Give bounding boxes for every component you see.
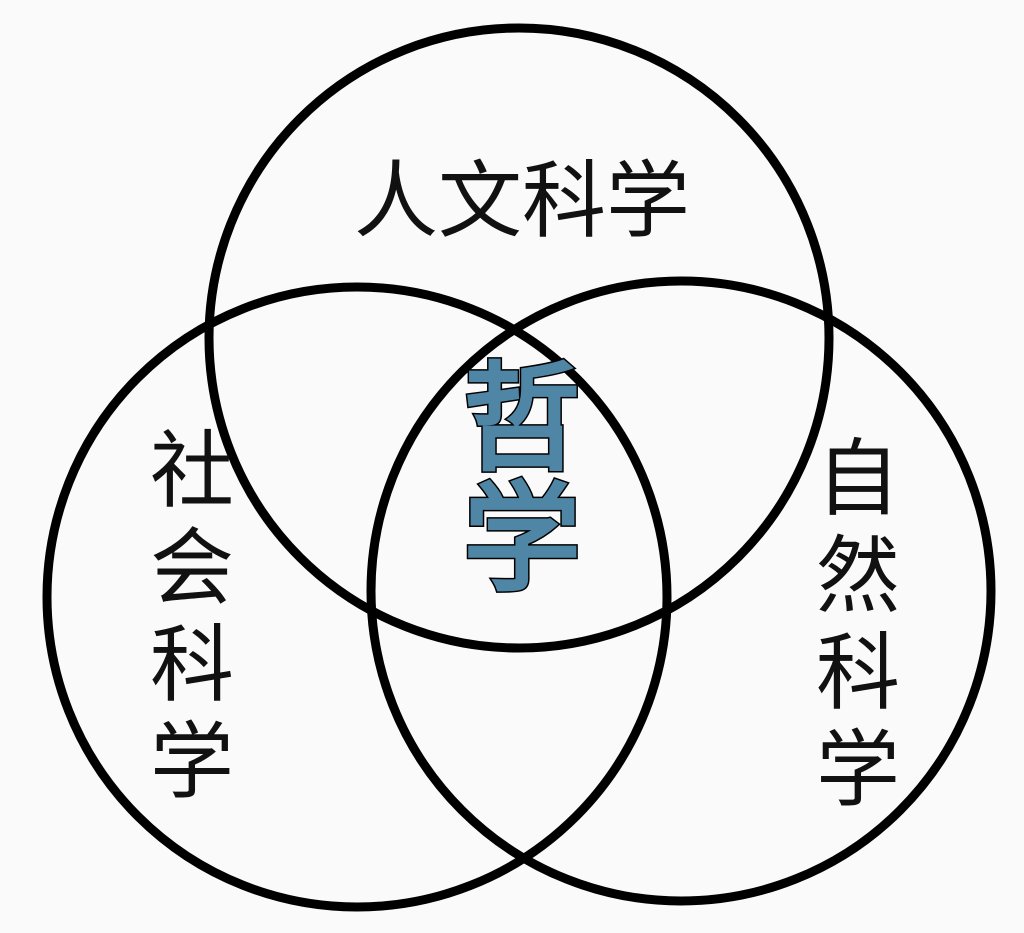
humanities-label: 人文科学 xyxy=(354,152,690,250)
natural-science-circle xyxy=(366,276,996,906)
social-science-circle xyxy=(42,282,672,912)
social-science-label: 社会科学 xyxy=(150,422,234,811)
humanities-circle xyxy=(204,23,834,653)
natural-science-label: 自然科学 xyxy=(816,430,900,819)
philosophy-center-label: 哲学 xyxy=(463,350,581,608)
